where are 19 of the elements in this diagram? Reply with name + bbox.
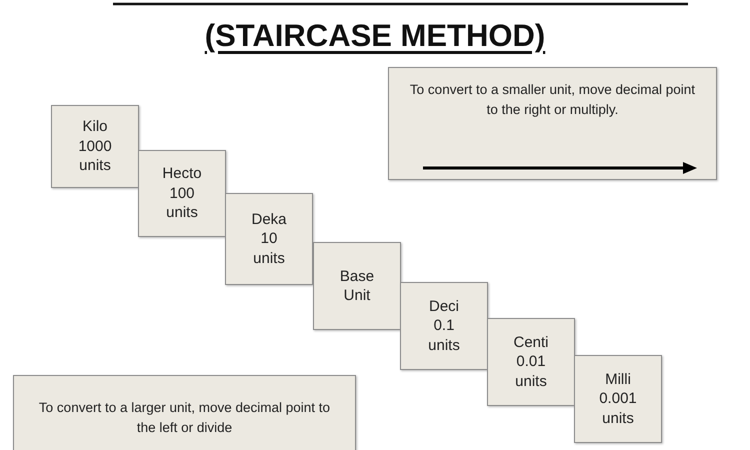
title: (STAIRCASE METHOD) <box>204 18 546 54</box>
unit-label: Milli 0.001 units <box>598 370 638 428</box>
note-text: To convert to a larger unit, move decimal point to the left or divide <box>38 399 332 437</box>
step-box <box>574 355 662 443</box>
step-box <box>225 193 313 285</box>
step-box <box>487 318 575 406</box>
step-box <box>313 242 401 330</box>
note-box <box>13 375 356 450</box>
unit-label: Hecto 100 units <box>161 164 203 223</box>
step-box <box>138 150 226 237</box>
step-box <box>400 282 488 370</box>
note-box <box>388 67 717 180</box>
unit-label: Deka 10 units <box>250 210 288 268</box>
step-box <box>51 105 139 188</box>
unit-label: Base Unit <box>338 266 376 306</box>
unit-label: Deci 0.1 units <box>427 296 461 356</box>
unit-label: Kilo 1000 units <box>77 117 113 176</box>
note-text: To convert to a smaller unit, move decimal point to the right or multiply. <box>408 81 696 119</box>
unit-label: Centi 0.01 units <box>512 332 550 392</box>
